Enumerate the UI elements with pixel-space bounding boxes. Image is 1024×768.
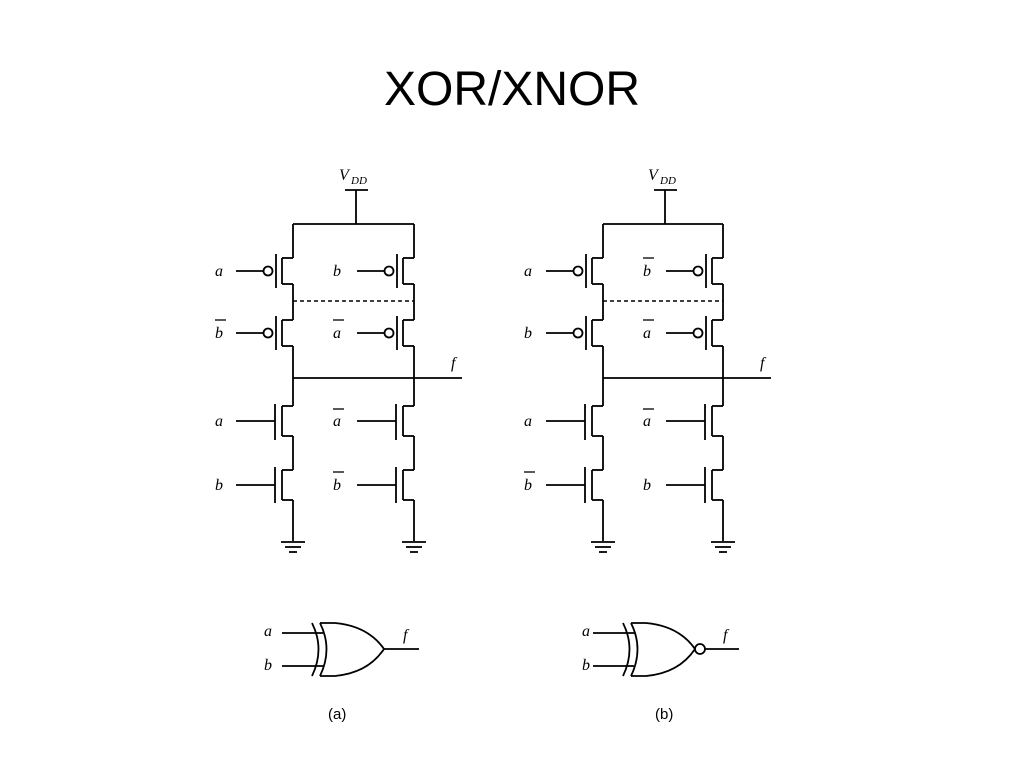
pmos-input-label: b [215,325,223,342]
pmos-bubble [383,265,395,277]
pmos-input-label: b [333,263,341,280]
ground-icon [402,541,426,553]
pmos-input-label: b [524,325,532,342]
pmos-bubble [262,327,274,339]
nmos-input-label: b [215,477,223,494]
gate-output-label: f [723,627,730,644]
ground-icon [591,541,615,553]
inverter-bubble [694,643,706,655]
gate-input-label: a [264,623,272,640]
pmos-bubble [692,265,704,277]
gate-input-label: a [582,623,590,640]
vdd-subscript-a: DD [350,175,367,187]
slide-title: XOR/XNOR [383,63,641,116]
nmos-input-label: b [643,477,651,494]
nmos-input-label: b [524,477,532,494]
pmos-input-label: a [215,263,223,280]
nmos-input-label: a [524,413,532,430]
xor-gate-symbol [282,622,419,677]
vdd-label-a: V [339,167,351,184]
pmos-bubble [383,327,395,339]
nmos-input-label: a [333,413,341,430]
pmos-input-label: a [333,325,341,342]
gate-output-label: f [403,627,410,644]
ground-icon [711,541,735,553]
nmos-input-label: a [643,413,651,430]
pmos-bubble [262,265,274,277]
pmos-bubble [572,327,584,339]
pmos-bubble [692,327,704,339]
nmos-input-label: a [215,413,223,430]
gate-input-label: b [582,657,590,674]
vdd-subscript-b: DD [659,175,676,187]
xnor-gate-symbol [593,622,739,677]
circuit-a-xor-cmos [215,189,462,553]
ground-icon [281,541,305,553]
caption-a: (a) [328,706,346,723]
output-label-b: f [760,355,767,372]
caption-b: (b) [655,706,673,723]
gate-input-label: b [264,657,272,674]
pmos-input-label: a [524,263,532,280]
circuit-b-xnor-cmos [524,189,771,553]
nmos-input-label: b [333,477,341,494]
pmos-input-label: a [643,325,651,342]
output-label-a: f [451,355,458,372]
pmos-input-label: b [643,263,651,280]
vdd-label-b: V [648,167,660,184]
pmos-bubble [572,265,584,277]
